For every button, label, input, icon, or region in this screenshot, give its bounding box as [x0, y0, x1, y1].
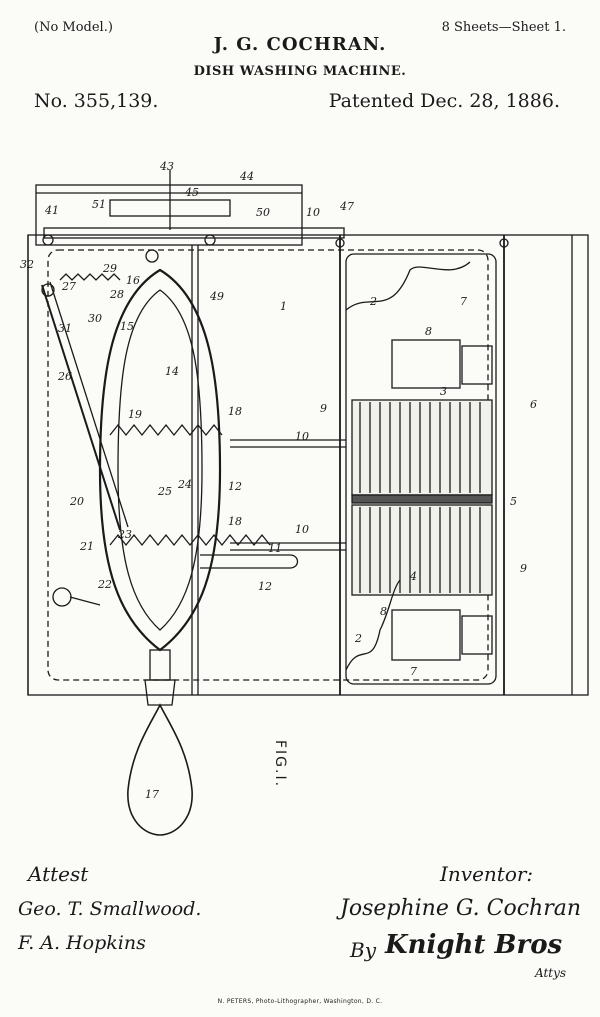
svg-text:2: 2 [354, 632, 362, 645]
svg-text:19: 19 [128, 408, 142, 421]
svg-text:4: 4 [409, 570, 417, 583]
dish-basket-upper [352, 400, 492, 495]
top-rod [44, 228, 344, 238]
svg-text:1: 1 [280, 300, 287, 313]
patent-number: No. 355,139. [34, 90, 158, 112]
svg-text:21: 21 [79, 540, 94, 553]
inventor-signature: Josephine G. Cochran [340, 896, 581, 921]
svg-text:49: 49 [209, 290, 224, 303]
sheet-count: 8 Sheets—Sheet 1. [442, 20, 566, 35]
svg-text:27: 27 [61, 280, 76, 293]
patent-date: Patented Dec. 28, 1886. [329, 90, 560, 112]
dish-basket-lower [352, 505, 492, 595]
inventor-name: J. G. COCHRAN. [0, 34, 600, 55]
svg-text:47: 47 [339, 200, 354, 213]
witness-signature-1: Geo. T. Smallwood. [18, 898, 201, 920]
svg-text:45: 45 [184, 186, 199, 199]
svg-text:9: 9 [520, 562, 527, 575]
svg-text:10: 10 [295, 430, 309, 443]
attest-label: Attest [28, 862, 88, 886]
by-label: By [350, 938, 376, 962]
svg-text:28: 28 [109, 288, 124, 301]
svg-text:10: 10 [295, 523, 309, 536]
svg-text:7: 7 [460, 295, 467, 308]
svg-text:11: 11 [268, 542, 282, 555]
svg-text:12: 12 [228, 480, 242, 493]
figure-label: FIG.I. [272, 740, 288, 788]
svg-text:31: 31 [58, 322, 72, 335]
svg-text:20: 20 [69, 495, 84, 508]
svg-text:23: 23 [117, 528, 132, 541]
printer-credit: N. PETERS, Photo-Lithographer, Washingto… [0, 998, 600, 1005]
rack-upper [110, 425, 222, 435]
svg-text:6: 6 [530, 398, 537, 411]
inventor-label: Inventor: [440, 862, 533, 886]
weight-block-lower [392, 610, 460, 660]
svg-text:18: 18 [228, 405, 242, 418]
svg-text:43: 43 [159, 160, 174, 173]
svg-text:8: 8 [425, 325, 432, 338]
svg-text:14: 14 [165, 365, 179, 378]
svg-text:16: 16 [126, 274, 140, 287]
svg-text:8: 8 [380, 605, 387, 618]
patent-title: DISH WASHING MACHINE. [0, 64, 600, 79]
weight-block-upper [392, 340, 460, 388]
patent-figure: 4344 4541 4710 5150 3229 1615 491 27 83 … [0, 150, 600, 840]
svg-text:10: 10 [306, 206, 320, 219]
svg-text:30: 30 [88, 312, 102, 325]
svg-text:15: 15 [120, 320, 134, 333]
attorney-signature: Knight Bros [385, 930, 562, 960]
svg-text:26: 26 [57, 370, 72, 383]
svg-text:3: 3 [440, 385, 447, 398]
svg-text:2: 2 [369, 295, 377, 308]
svg-text:32: 32 [20, 258, 34, 271]
svg-text:41: 41 [44, 204, 59, 217]
svg-text:22: 22 [97, 578, 112, 591]
handle-grip [128, 705, 192, 835]
attorneys-label: Attys [535, 966, 566, 980]
svg-text:7: 7 [410, 665, 417, 678]
svg-text:17: 17 [145, 788, 159, 801]
svg-text:12: 12 [258, 580, 272, 593]
model-note: (No Model.) [34, 20, 113, 35]
svg-text:51: 51 [92, 198, 106, 211]
svg-text:5: 5 [510, 495, 517, 508]
svg-text:29: 29 [102, 262, 117, 275]
svg-text:44: 44 [239, 170, 254, 183]
svg-text:50: 50 [256, 206, 270, 219]
svg-text:9: 9 [320, 402, 327, 415]
svg-text:25: 25 [157, 485, 172, 498]
svg-text:24: 24 [177, 478, 192, 491]
witness-signature-2: F. A. Hopkins [18, 932, 146, 954]
svg-text:18: 18 [228, 515, 242, 528]
